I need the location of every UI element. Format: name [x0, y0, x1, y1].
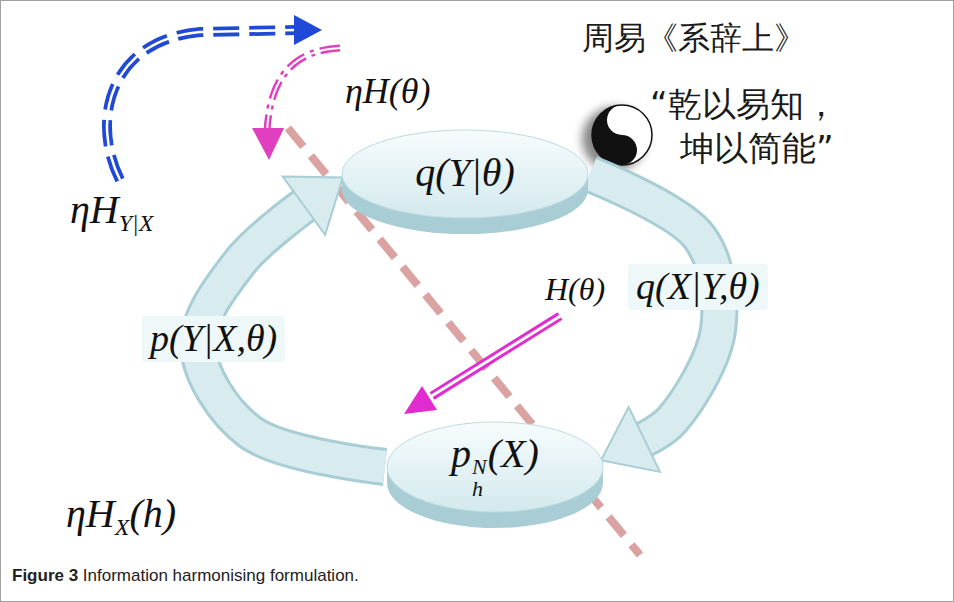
blue-arrowhead — [294, 15, 322, 45]
magenta-dashdot-arrow — [267, 48, 340, 132]
symbol-dot — [617, 145, 627, 155]
disc-label: phN(X) — [451, 432, 539, 501]
h-theta-arrow-core — [430, 315, 562, 397]
text-run: (h) — [129, 491, 176, 536]
text-run: p — [451, 431, 471, 476]
symbol-disc — [592, 105, 652, 165]
symbol-dot — [617, 115, 627, 125]
entropy-term: ηH(θ) — [345, 72, 431, 112]
entropy-term: ηHX(h) — [66, 492, 176, 541]
symbol-dark-half — [592, 105, 637, 165]
entropy-term: ηHY|X — [70, 188, 153, 237]
dashed-divider — [288, 128, 640, 555]
disc-node: phN(X) — [385, 420, 605, 530]
index-stack: hN — [472, 456, 487, 500]
text-run: (X) — [488, 431, 539, 476]
disc-node: q(Y|θ) — [340, 128, 590, 236]
disc-top — [387, 422, 603, 512]
text-run: ηH — [66, 491, 115, 536]
subscript: Y|X — [119, 210, 154, 236]
bold-run: Figure 3 — [12, 566, 78, 585]
subscript: h — [472, 478, 487, 500]
subscript: X — [115, 514, 130, 540]
arrow-label: q(X|Y,θ) — [628, 264, 768, 310]
superscript: N — [472, 456, 487, 478]
source-note: 周易《系辞上》 — [582, 18, 806, 60]
text-run: Information harmonising formulation. — [78, 566, 359, 585]
figure-caption: Figure 3 Information harmonising formula… — [12, 566, 359, 586]
entropy-term: H(θ) — [545, 272, 605, 307]
magenta-arrowhead — [252, 128, 284, 160]
yin-yang-symbol — [582, 105, 652, 171]
text-run: ηH — [70, 187, 119, 232]
disc-label: q(Y|θ) — [415, 151, 515, 195]
arrow-label: p(Y|X,θ) — [142, 316, 285, 362]
quotation: “乾以易知， 坤以简能” — [650, 82, 870, 170]
magenta-arrow-core — [267, 48, 340, 132]
h-theta-arrowhead — [404, 386, 437, 414]
disc-top — [342, 130, 588, 218]
